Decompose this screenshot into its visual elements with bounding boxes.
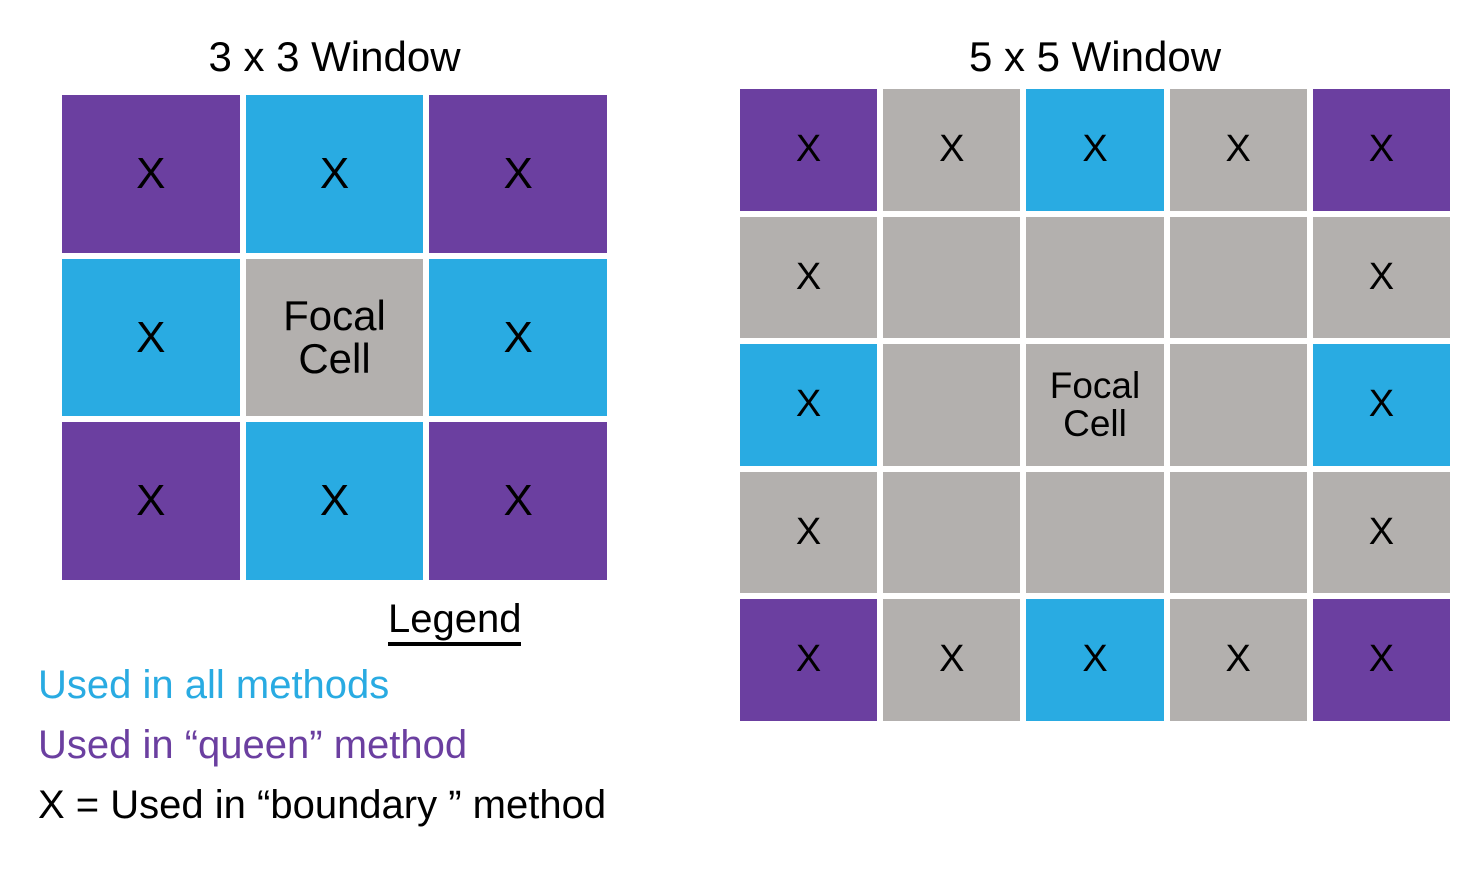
- window-cell: [1026, 216, 1164, 339]
- window-cell: [1169, 216, 1307, 339]
- window-cell: [883, 344, 1021, 466]
- boundary-mark: X: [1082, 638, 1108, 681]
- window-cell: X: [740, 471, 878, 594]
- window-cell: X: [62, 258, 240, 417]
- window-cell: X: [740, 89, 878, 211]
- window-cell: X: [1026, 89, 1164, 211]
- boundary-mark: X: [503, 312, 533, 362]
- boundary-mark: X: [1368, 638, 1395, 681]
- boundary-mark: X: [795, 638, 822, 681]
- window-cell: X: [429, 258, 607, 417]
- legend-heading: Legend: [388, 598, 522, 646]
- window-cell: X: [1169, 599, 1307, 721]
- window-cell: X: [62, 95, 240, 253]
- focal-cell: Focal Cell: [245, 258, 424, 417]
- boundary-mark: X: [795, 510, 822, 553]
- window-cell: X: [1312, 216, 1450, 339]
- boundary-mark: X: [1368, 255, 1395, 298]
- window-cell: X: [429, 422, 607, 580]
- window-cell: X: [1312, 599, 1450, 721]
- window-cell: X: [1312, 89, 1450, 211]
- window-cell: X: [429, 95, 607, 253]
- window-cell: [1169, 344, 1307, 466]
- boundary-mark: X: [795, 383, 822, 426]
- window-cell: X: [1312, 471, 1450, 594]
- legend-entry-all-methods: Used in all methods: [38, 663, 390, 707]
- boundary-mark: X: [1368, 383, 1395, 426]
- boundary-mark: X: [1082, 128, 1108, 171]
- boundary-mark: X: [136, 476, 166, 526]
- boundary-mark: X: [1368, 510, 1395, 553]
- window-cell: X: [883, 599, 1021, 721]
- boundary-mark: X: [795, 128, 822, 171]
- window-cell: X: [1312, 344, 1450, 466]
- focal-cell: Focal Cell: [1026, 344, 1164, 466]
- window-cell: X: [740, 344, 878, 466]
- window-cell: [883, 216, 1021, 339]
- window-cell: X: [245, 422, 424, 580]
- focal-cell-label: Focal Cell: [1049, 364, 1141, 444]
- window-cell: [1026, 471, 1164, 594]
- boundary-mark: X: [319, 148, 350, 198]
- legend-entry-boundary-method: X = Used in “boundary ” method: [38, 783, 607, 827]
- window-cell: X: [1169, 89, 1307, 211]
- window-cell: X: [245, 95, 424, 253]
- legend-entry-queen-method: Used in “queen” method: [38, 723, 468, 767]
- boundary-mark: X: [1368, 128, 1395, 171]
- window-cell: X: [740, 216, 878, 339]
- window-cell: X: [62, 422, 240, 580]
- boundary-mark: X: [319, 476, 350, 526]
- panel-title-3x3: 3 x 3 Window: [208, 33, 461, 80]
- focal-cell-label: Focal Cell: [283, 291, 386, 383]
- window-cell: X: [740, 599, 878, 721]
- panel-title-5x5: 5 x 5 Window: [968, 33, 1222, 80]
- window-cell: X: [1026, 599, 1164, 721]
- window-cell: [1169, 471, 1307, 594]
- window-cell: [883, 471, 1021, 594]
- boundary-mark: X: [1225, 638, 1251, 681]
- boundary-mark: X: [795, 255, 822, 298]
- window-cell: X: [883, 89, 1021, 211]
- boundary-mark: X: [136, 312, 166, 362]
- boundary-mark: X: [503, 148, 533, 198]
- boundary-mark: X: [503, 476, 533, 526]
- boundary-mark: X: [939, 638, 965, 681]
- boundary-mark: X: [939, 128, 965, 171]
- boundary-mark: X: [136, 148, 166, 198]
- boundary-mark: X: [1225, 128, 1251, 171]
